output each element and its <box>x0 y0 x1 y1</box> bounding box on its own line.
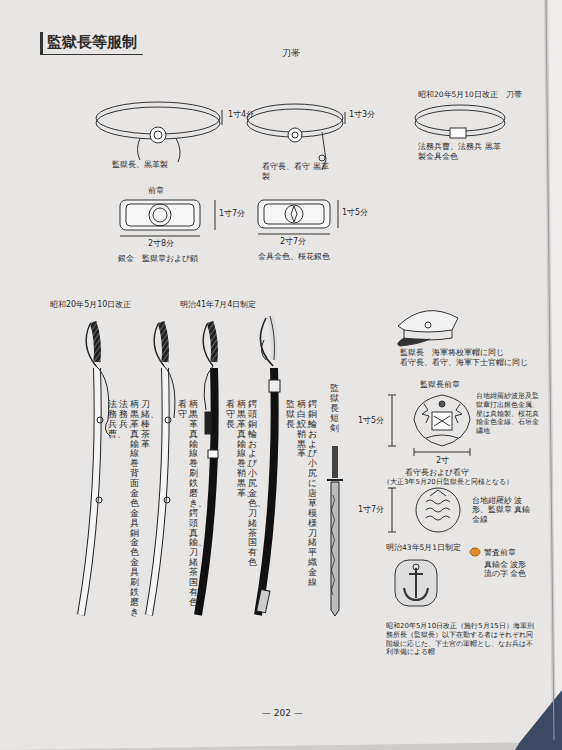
dimension: 1寸3分 <box>349 110 375 120</box>
part-label: 看守長、看守 黒革製 <box>262 162 332 182</box>
page-title: 監獄長等服制 <box>40 32 143 55</box>
sword-note: 柄白鮫、鞘黒革、 <box>297 400 306 459</box>
part-label: 監獄長前章 <box>420 380 460 390</box>
sword-note: 法務兵曹、 <box>108 400 117 440</box>
dimension: 1寸7分 <box>219 209 245 219</box>
sword-note: 柄黒革真鍮線巻背面金色金具銅金色金具刷鉄磨き <box>130 400 139 618</box>
date-note: 明治41年7月4日制定 <box>180 300 256 310</box>
dimension: 2寸8分 <box>148 239 174 249</box>
dimension: 2寸 <box>436 456 449 466</box>
footnote: 昭和20年5月10日改正（施行5月15日）海軍刑務所長（監獄長）以下在勤する者は… <box>386 622 536 657</box>
sword-note: 柄黒革真鍮線巻、鞘黒革、 <box>237 400 246 499</box>
sword-note: 鍔銅輪および小尻に唐草模様刀緒平織金線 <box>308 400 317 588</box>
part-label: 監獄長、黒革製 <box>112 160 168 170</box>
badge-note: 真鍮金 波形 流の字 金色 <box>484 560 534 579</box>
date-note: 明治43年5月1日制定 <box>386 543 461 552</box>
sword-note: 法務兵、 <box>119 400 128 430</box>
part-label: 監獄長短剣 <box>330 384 339 433</box>
part-label: 銀金 監獄章および鎖 <box>118 254 198 264</box>
part-label: 法務兵曹、法務兵 黒革製金具金色 <box>418 142 508 162</box>
dimension: 1寸5分 <box>358 416 384 426</box>
date-note: 昭和20年5月10日改正 <box>50 300 131 310</box>
part-label: 前章 <box>148 186 164 196</box>
caption: 刀帯 <box>282 48 300 59</box>
dimension: 1寸4分 <box>228 110 254 120</box>
date-note: （大正3年5月20日監獄長と同様となる） <box>383 478 513 487</box>
part-label: 看守長および看守 <box>405 468 469 478</box>
badge-note: 台地紺羅紗波形及監獄章打出銀色金属、星は真鍮製、桜花真鍮金色金線、石垣金繍地 <box>476 392 540 436</box>
part-label: 金具金色、桜花銀色 <box>258 252 330 262</box>
badge-note: 台地紺羅紗 波形、監獄章 真鍮金線 <box>472 496 536 524</box>
dimension: 1寸7分 <box>358 505 384 515</box>
cap-note: 監獄長 海軍将校軍帽に同じ <box>400 348 504 357</box>
sword-note: 監獄長、 <box>286 400 295 430</box>
dimension: 1寸5分 <box>342 208 368 218</box>
sword-note: 看守、 <box>178 400 187 420</box>
sword-note: 刀緒、棒茶革 <box>141 400 150 449</box>
dimension: 2寸7分 <box>280 237 306 247</box>
part-label: 警査前章 <box>484 548 516 557</box>
page-number: — 202 — <box>262 708 303 719</box>
sword-note: 看守長、 <box>226 400 235 430</box>
sword-note: 鍔頭銅輪および小尻金色、刀緒茶国有色 <box>248 400 257 568</box>
sword-note: 柄黒革真鍮線巻刷鉄磨き、鍔頭真鍮、刀緒茶国有色 <box>189 400 198 608</box>
cap-note: 看守長、看守、海軍下士官帽に同じ <box>400 358 528 367</box>
date-note: 昭和20年5月10日改正 刀帯 <box>418 90 522 99</box>
